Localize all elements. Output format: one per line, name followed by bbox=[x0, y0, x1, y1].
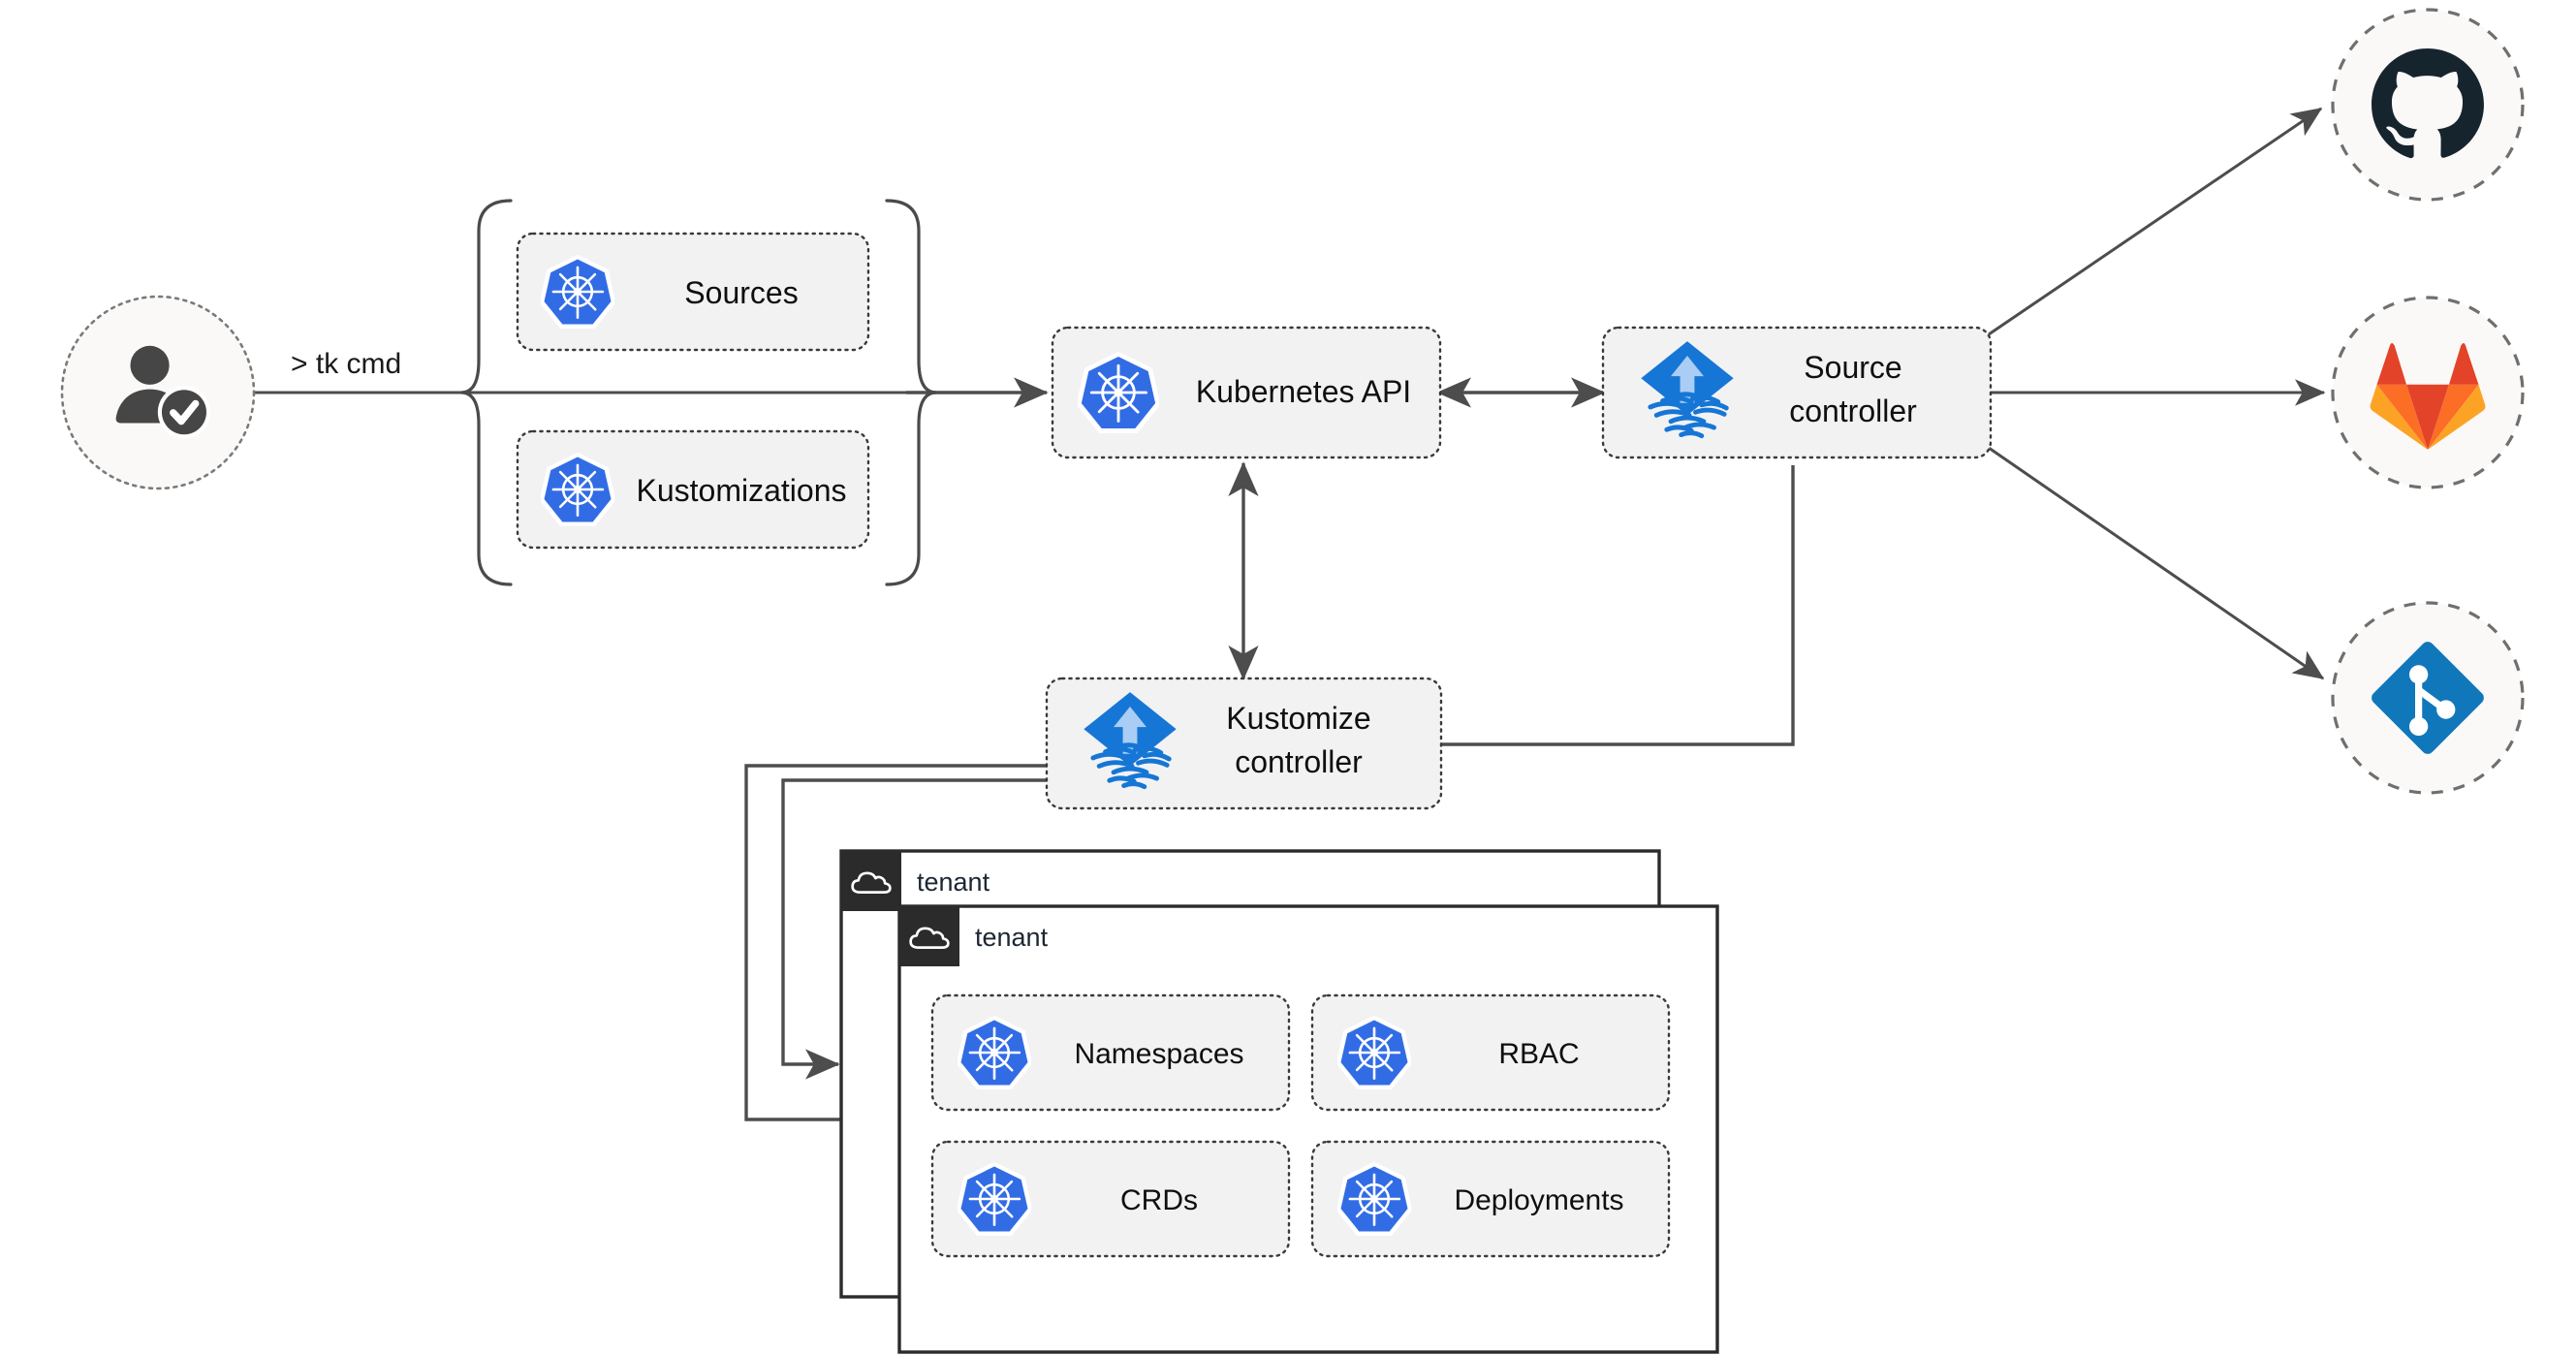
connector-kustomize-to-tenant-2 bbox=[781, 778, 1047, 1080]
kubernetes-api-label: Kubernetes API bbox=[1196, 374, 1411, 409]
deployments-box bbox=[1310, 1140, 1671, 1258]
rbac-label: RBAC bbox=[1498, 1038, 1579, 1070]
connector-source-to-github bbox=[1988, 107, 2323, 336]
sources-label: Sources bbox=[684, 275, 798, 310]
tenant-1-header-tab bbox=[841, 851, 901, 911]
kubernetes-icon bbox=[958, 1164, 1030, 1233]
tenant-2-label: tenant bbox=[975, 923, 1049, 952]
kustomizations-box bbox=[516, 429, 870, 550]
tenant-resource-crds[interactable]: CRDs bbox=[930, 1140, 1291, 1258]
source-controller-label-line2: controller bbox=[1789, 394, 1917, 428]
tenant-resource-deployments[interactable]: Deployments bbox=[1310, 1140, 1671, 1258]
crds-label: CRDs bbox=[1120, 1184, 1198, 1216]
kubernetes-icon bbox=[542, 455, 613, 523]
tenant-frame-2[interactable]: tenant Namespaces RBAC CRDs bbox=[897, 904, 1719, 1354]
resource-box-kustomizations[interactable]: Kustomizations bbox=[516, 429, 870, 550]
kubernetes-icon bbox=[1079, 355, 1157, 431]
node-source-controller[interactable]: Source controller bbox=[1601, 326, 1993, 459]
rbac-box bbox=[1310, 993, 1671, 1112]
kubernetes-api-box bbox=[1051, 326, 1442, 459]
source-controller-label-line1: Source bbox=[1804, 350, 1901, 385]
brace-left bbox=[460, 199, 513, 586]
tenant-resource-namespaces[interactable]: Namespaces bbox=[930, 993, 1291, 1112]
crds-box bbox=[930, 1140, 1291, 1258]
resources-brace bbox=[460, 199, 937, 586]
sources-box bbox=[516, 232, 870, 352]
command-label: > tk cmd bbox=[291, 348, 401, 380]
namespaces-label: Namespaces bbox=[1074, 1038, 1243, 1070]
connector-kustomize-to-tenant-1 bbox=[744, 764, 1047, 1135]
connector-kustomize-to-source bbox=[1441, 465, 1795, 746]
deployments-label: Deployments bbox=[1454, 1184, 1623, 1216]
brace-right bbox=[885, 199, 937, 586]
tenant-2-body bbox=[897, 904, 1719, 1354]
connector-source-to-git bbox=[1988, 446, 2325, 680]
kustomizations-label: Kustomizations bbox=[637, 473, 847, 508]
tenant-resource-rbac[interactable]: RBAC bbox=[1310, 993, 1671, 1112]
github-circle bbox=[2331, 8, 2525, 202]
tenant-2-header-tab bbox=[899, 906, 959, 966]
git-provider-gitlab[interactable] bbox=[2331, 296, 2525, 489]
connectors bbox=[254, 107, 2326, 1135]
tenant-1-label: tenant bbox=[917, 867, 990, 897]
kubernetes-icon bbox=[1338, 1018, 1410, 1087]
kubernetes-icon bbox=[542, 257, 613, 326]
namespaces-box bbox=[930, 993, 1291, 1112]
resource-box-sources[interactable]: Sources bbox=[516, 232, 870, 352]
node-kustomize-controller[interactable]: Kustomize controller bbox=[1045, 677, 1443, 810]
actor-user[interactable] bbox=[60, 295, 256, 490]
git-provider-git[interactable] bbox=[2331, 601, 2525, 795]
kubernetes-icon bbox=[1338, 1164, 1410, 1233]
node-kubernetes-api[interactable]: Kubernetes API bbox=[1051, 326, 1442, 459]
git-provider-github[interactable] bbox=[2331, 8, 2525, 202]
kustomize-controller-label-line2: controller bbox=[1235, 744, 1363, 779]
kubernetes-icon bbox=[958, 1018, 1030, 1087]
kustomize-controller-label-line1: Kustomize bbox=[1226, 701, 1370, 736]
